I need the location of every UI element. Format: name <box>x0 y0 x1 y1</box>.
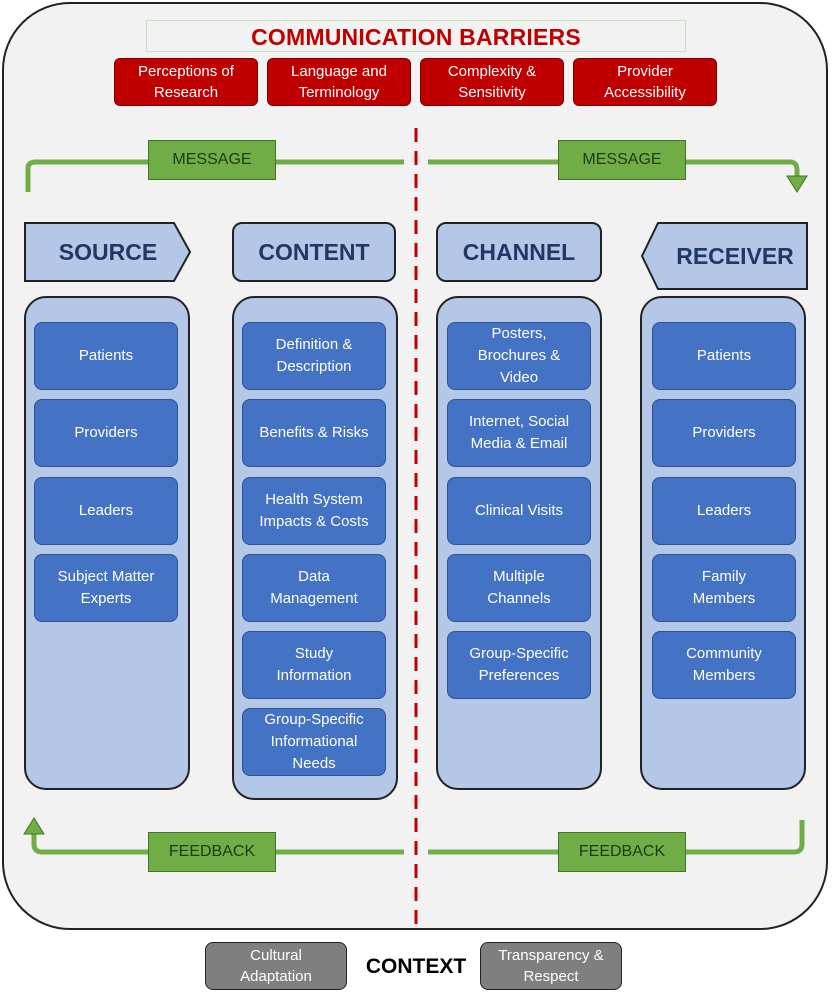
channel-header: CHANNEL <box>436 222 602 282</box>
receiver-item-leaders: Leaders <box>652 477 796 545</box>
context-label: CONTEXT <box>365 955 467 978</box>
context-cultural: Cultural Adaptation <box>205 942 347 990</box>
channel-item-preferences: Group-Specific Preferences <box>447 631 591 699</box>
barrier-perceptions: Perceptions of Research <box>114 58 258 106</box>
source-item-experts: Subject Matter Experts <box>34 554 178 622</box>
message-label-right: MESSAGE <box>558 140 686 180</box>
channel-item-multiple: Multiple Channels <box>447 554 591 622</box>
receiver-item-family: Family Members <box>652 554 796 622</box>
channel-item-internet: Internet, Social Media & Email <box>447 399 591 467</box>
content-item-group-needs: Group-Specific Informational Needs <box>242 708 386 776</box>
channel-item-posters: Posters, Brochures & Video <box>447 322 591 390</box>
content-item-study-info: Study Information <box>242 631 386 699</box>
barrier-language: Language and Terminology <box>267 58 411 106</box>
barrier-provider-access: Provider Accessibility <box>573 58 717 106</box>
receiver-header-label: RECEIVER <box>676 242 794 269</box>
source-item-patients: Patients <box>34 322 178 390</box>
feedback-line-right <box>686 820 805 855</box>
receiver-item-community: Community Members <box>652 631 796 699</box>
feedback-label-right: FEEDBACK <box>558 832 686 872</box>
channel-item-clinical: Clinical Visits <box>447 477 591 545</box>
content-header: CONTENT <box>232 222 396 282</box>
message-arrowhead <box>786 175 808 193</box>
receiver-item-patients: Patients <box>652 322 796 390</box>
content-item-data-management: Data Management <box>242 554 386 622</box>
feedback-line-left <box>31 832 148 855</box>
source-header: SOURCE <box>24 222 192 282</box>
source-header-shape <box>24 222 192 282</box>
content-item-definition: Definition & Description <box>242 322 386 390</box>
source-item-leaders: Leaders <box>34 477 178 545</box>
feedback-label-left: FEEDBACK <box>148 832 276 872</box>
message-line-right <box>686 159 800 178</box>
channel-header-label: CHANNEL <box>462 238 576 265</box>
source-header-label: SOURCE <box>58 238 158 265</box>
content-item-health-system: Health System Impacts & Costs <box>242 477 386 545</box>
source-item-providers: Providers <box>34 399 178 467</box>
barrier-complexity: Complexity & Sensitivity <box>420 58 564 106</box>
context-transparency: Transparency & Respect <box>480 942 622 990</box>
receiver-header: RECEIVER <box>640 222 808 290</box>
feedback-arrowhead <box>23 817 45 835</box>
content-header-label: CONTENT <box>258 238 370 265</box>
page-title: COMMUNICATION BARRIERS <box>251 24 581 50</box>
title-outline <box>146 20 686 52</box>
content-item-benefits: Benefits & Risks <box>242 399 386 467</box>
message-label-left: MESSAGE <box>148 140 276 180</box>
receiver-header-shape <box>640 222 808 290</box>
message-line-left <box>25 159 148 192</box>
receiver-item-providers: Providers <box>652 399 796 467</box>
